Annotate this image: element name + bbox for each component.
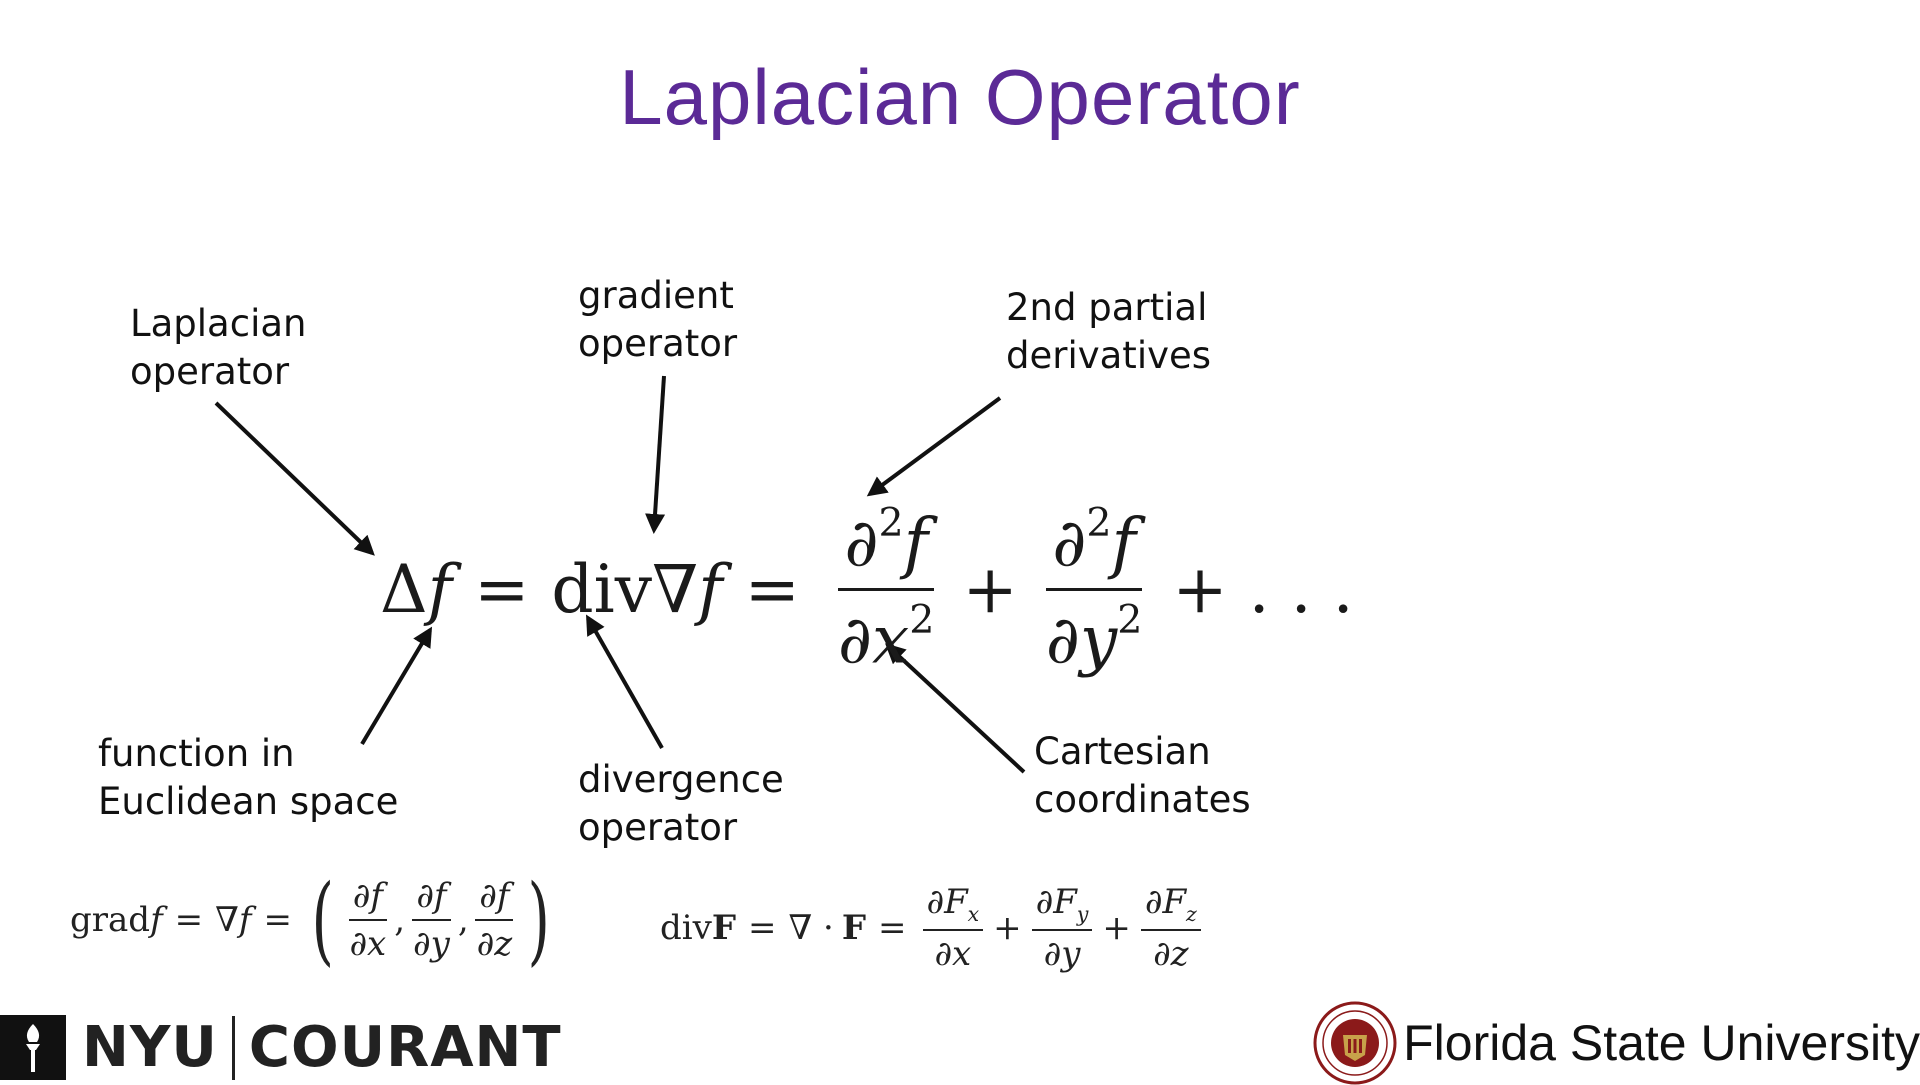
label-divergence-operator: divergence operator <box>578 758 784 849</box>
subscript-x: x <box>967 901 980 926</box>
numerator-dF: ∂F <box>1144 882 1187 922</box>
denominator-dz: ∂z <box>476 924 513 964</box>
denominator-dx: ∂x <box>349 924 387 964</box>
partial-symbol: ∂ <box>1052 504 1087 582</box>
numerator-df: ∂f <box>475 876 514 921</box>
right-paren: ) <box>527 864 551 976</box>
logo-divider <box>231 1015 235 1080</box>
function-f-2: f <box>698 550 723 628</box>
plus-sign-2: + <box>1102 907 1131 948</box>
arrow-gradient <box>645 375 666 534</box>
numerator-f: f <box>1111 504 1136 582</box>
div-equals: = <box>748 907 777 948</box>
div-equals-2: = <box>878 907 907 948</box>
exponent-2: 2 <box>909 596 935 643</box>
grad-operator: grad <box>70 900 151 940</box>
torch-icon <box>0 1015 66 1080</box>
courant-wordmark: COURANT <box>248 1015 562 1080</box>
numerator-dF: ∂F <box>1035 882 1077 922</box>
equals-sign: = <box>474 550 530 628</box>
plus-sign: + <box>962 550 1018 628</box>
fsu-logo: Florida State University <box>1313 1000 1920 1085</box>
numerator-df: ∂f <box>348 876 387 921</box>
exponent-2: 2 <box>878 500 904 546</box>
fraction-dFy-dy: ∂Fy ∂y <box>1031 882 1093 974</box>
gradient-equation: grad f = ∇ f = ( ∂f ∂x , ∂f ∂y , ∂f ∂z ) <box>70 872 558 968</box>
nyu-wordmark: NYU <box>82 1015 218 1080</box>
denominator-dz: ∂z <box>1153 933 1189 974</box>
partial-symbol: ∂ <box>844 504 879 582</box>
fraction-df-dy: ∂f ∂y <box>409 876 454 964</box>
fraction-d2f-dx2: ∂2f ∂x2 <box>832 500 941 678</box>
div-operator: div <box>660 907 712 948</box>
divergence-equation: div F = ∇ · F = ∂Fx ∂x + ∂Fy ∂y + ∂Fz ∂z <box>660 882 1205 974</box>
exponent-2: 2 <box>1117 596 1143 643</box>
fsu-wordmark: Florida State University <box>1403 1014 1920 1071</box>
plus-sign: + <box>993 907 1022 948</box>
delta-symbol: Δ <box>380 550 428 628</box>
denominator-dy: ∂y <box>413 924 450 964</box>
slide-title: Laplacian Operator <box>619 53 1301 141</box>
numerator-df: ∂f <box>412 876 451 921</box>
comma: , <box>457 900 469 940</box>
nyu-courant-logo: NYU COURANT <box>0 1015 562 1080</box>
comma: , <box>394 900 406 940</box>
grad-equals-2: = <box>263 900 293 940</box>
arrow-laplacian <box>214 401 375 556</box>
equals-sign-2: = <box>744 550 800 628</box>
numerator-f: f <box>903 504 929 582</box>
label-cartesian-coordinates: Cartesian coordinates <box>1034 730 1251 821</box>
left-paren: ( <box>311 864 334 976</box>
denominator-dx: ∂x <box>837 601 910 679</box>
grad-f: f <box>150 900 163 940</box>
function-f: f <box>427 550 453 628</box>
fraction-d2f-dy2: ∂2f ∂y2 <box>1040 500 1149 678</box>
trailing-dots: + . . . <box>1172 550 1354 628</box>
subscript-y: y <box>1076 901 1089 926</box>
arrow-divergence <box>586 614 664 749</box>
seal-icon <box>1313 1001 1397 1084</box>
arrow-second-partial <box>866 396 1002 497</box>
fraction-dFz-dz: ∂Fz ∂z <box>1140 882 1201 974</box>
fraction-df-dz: ∂f ∂z <box>473 876 517 964</box>
nabla-symbol: ∇ <box>652 550 699 628</box>
laplacian-equation: Δ f = div ∇ f = ∂2f ∂x2 + ∂2f ∂y2 + . . … <box>380 500 1354 678</box>
label-second-partial-derivatives: 2nd partial derivatives <box>1006 286 1212 377</box>
nabla-dot: ∇ · <box>788 907 834 948</box>
vector-field-F: F <box>711 907 736 948</box>
exponent-2: 2 <box>1086 500 1112 546</box>
div-operator: div <box>551 550 653 628</box>
label-gradient-operator: gradient operator <box>578 274 738 365</box>
denominator-dy: ∂y <box>1043 933 1081 974</box>
fraction-df-dx: ∂f ∂x <box>345 876 390 964</box>
vector-field-F-2: F <box>841 907 866 948</box>
grad-nabla-f: f <box>238 900 252 940</box>
arrow-function <box>360 626 433 746</box>
grad-equals: = <box>174 900 204 940</box>
fraction-dFx-dx: ∂Fx ∂x <box>922 882 984 974</box>
denominator-dx: ∂x <box>934 933 972 974</box>
numerator-dF: ∂F <box>926 882 968 922</box>
arrow-cartesian <box>885 643 1026 774</box>
subscript-z: z <box>1186 901 1197 926</box>
denominator-dy: ∂y <box>1045 601 1118 679</box>
label-function-euclidean-space: function in Euclidean space <box>98 732 399 823</box>
label-laplacian-operator: Laplacian operator <box>130 302 307 393</box>
grad-nabla: ∇ <box>215 900 239 940</box>
